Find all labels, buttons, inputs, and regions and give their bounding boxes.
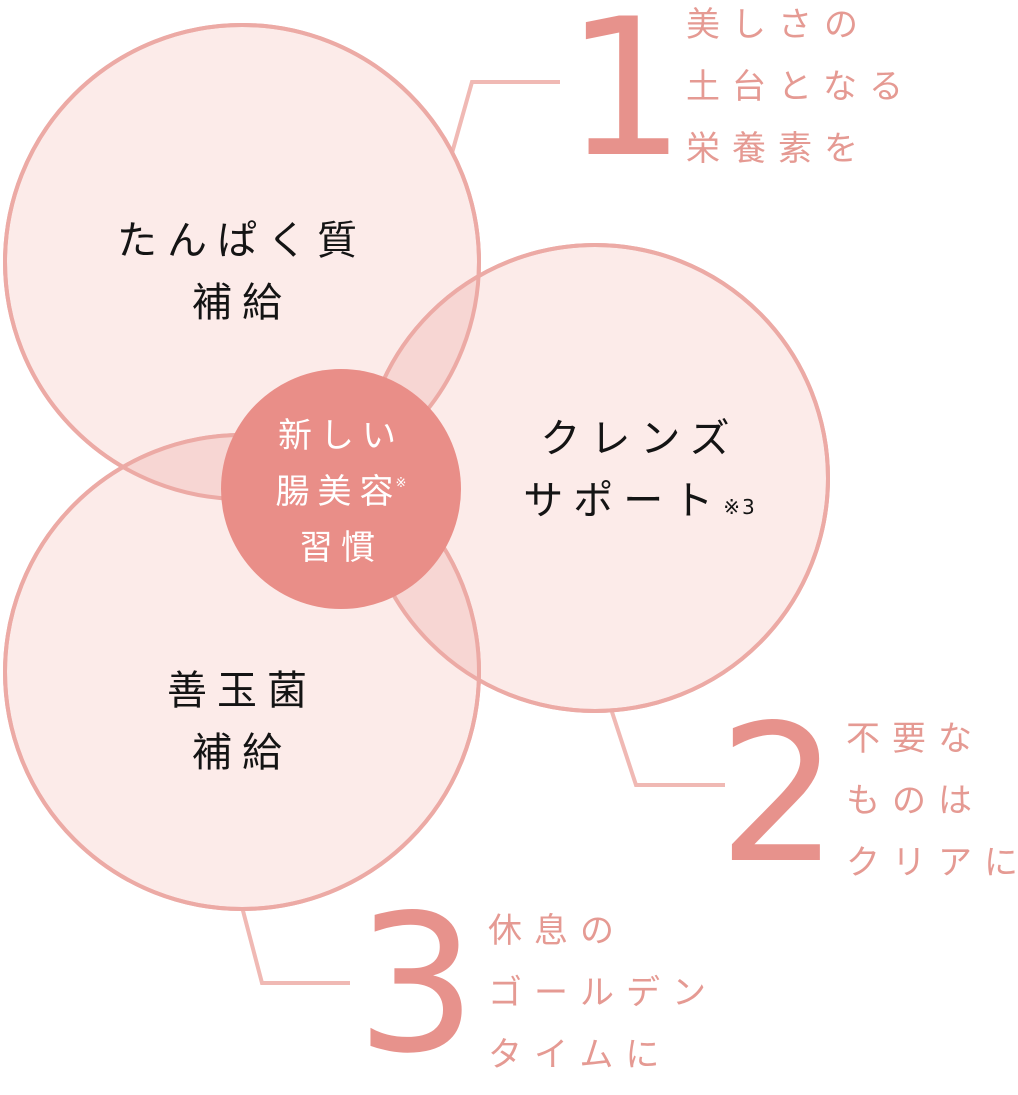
center-label-line-2: 腸美容※ xyxy=(221,464,461,520)
point-caption-1-line-1: 美しさの xyxy=(686,5,870,45)
connector-line-1 xyxy=(450,80,560,154)
label-bacteria-line-1: 善玉菌 xyxy=(167,668,317,714)
label-bacteria-line-2: 補給 xyxy=(192,730,292,776)
connector-line-3 xyxy=(240,906,350,985)
center-label-line-1: 新しい xyxy=(278,416,404,456)
venn-diagram: たんぱく質 補給 クレンズ サポート※3 善玉菌 補給 新しい 腸美容※ 習慣 … xyxy=(3,0,1018,1080)
point-number-1: 1 xyxy=(565,0,686,199)
point-caption-3-line-1: 休息の xyxy=(488,911,626,951)
label-cleanse-note: ※3 xyxy=(723,495,757,519)
point-caption-1-line-2: 土台となる xyxy=(686,67,915,107)
point-caption-2-line-2: ものは xyxy=(846,781,984,821)
label-cleanse-line-2-text: サポート xyxy=(523,478,724,524)
label-protein: たんぱく質 補給 xyxy=(92,210,392,334)
label-bacteria: 善玉菌 補給 xyxy=(92,660,392,784)
label-cleanse: クレンズ サポート※3 xyxy=(490,408,790,532)
label-protein-line-1: たんぱく質 xyxy=(117,218,367,264)
center-label-line-2-text: 腸美容 xyxy=(275,472,402,512)
label-protein-line-2: 補給 xyxy=(192,280,292,326)
center-label: 新しい 腸美容※ 習慣 xyxy=(221,408,461,576)
point-caption-3-line-2: ゴールデン xyxy=(488,973,718,1013)
point-caption-3: 休息の ゴールデン タイムに xyxy=(488,900,718,1086)
label-cleanse-line-1: クレンズ xyxy=(540,416,740,462)
connector-line-2 xyxy=(610,711,725,787)
center-label-line-3: 習慣 xyxy=(299,528,383,568)
point-caption-2: 不要な ものは クリアに xyxy=(846,708,1018,894)
center-circle xyxy=(221,369,461,609)
point-caption-2-line-3: クリアに xyxy=(846,843,1018,883)
center-label-note: ※ xyxy=(395,476,407,491)
label-cleanse-line-2: サポート※3 xyxy=(490,470,790,532)
point-number-2: 2 xyxy=(718,684,839,905)
point-number-3: 3 xyxy=(356,874,477,1095)
point-caption-3-line-3: タイムに xyxy=(488,1035,672,1075)
point-caption-1: 美しさの 土台となる 栄養素を xyxy=(686,0,915,180)
point-caption-2-line-1: 不要な xyxy=(846,719,984,759)
point-caption-1-line-3: 栄養素を xyxy=(686,129,870,169)
venn-graphics xyxy=(3,23,830,985)
